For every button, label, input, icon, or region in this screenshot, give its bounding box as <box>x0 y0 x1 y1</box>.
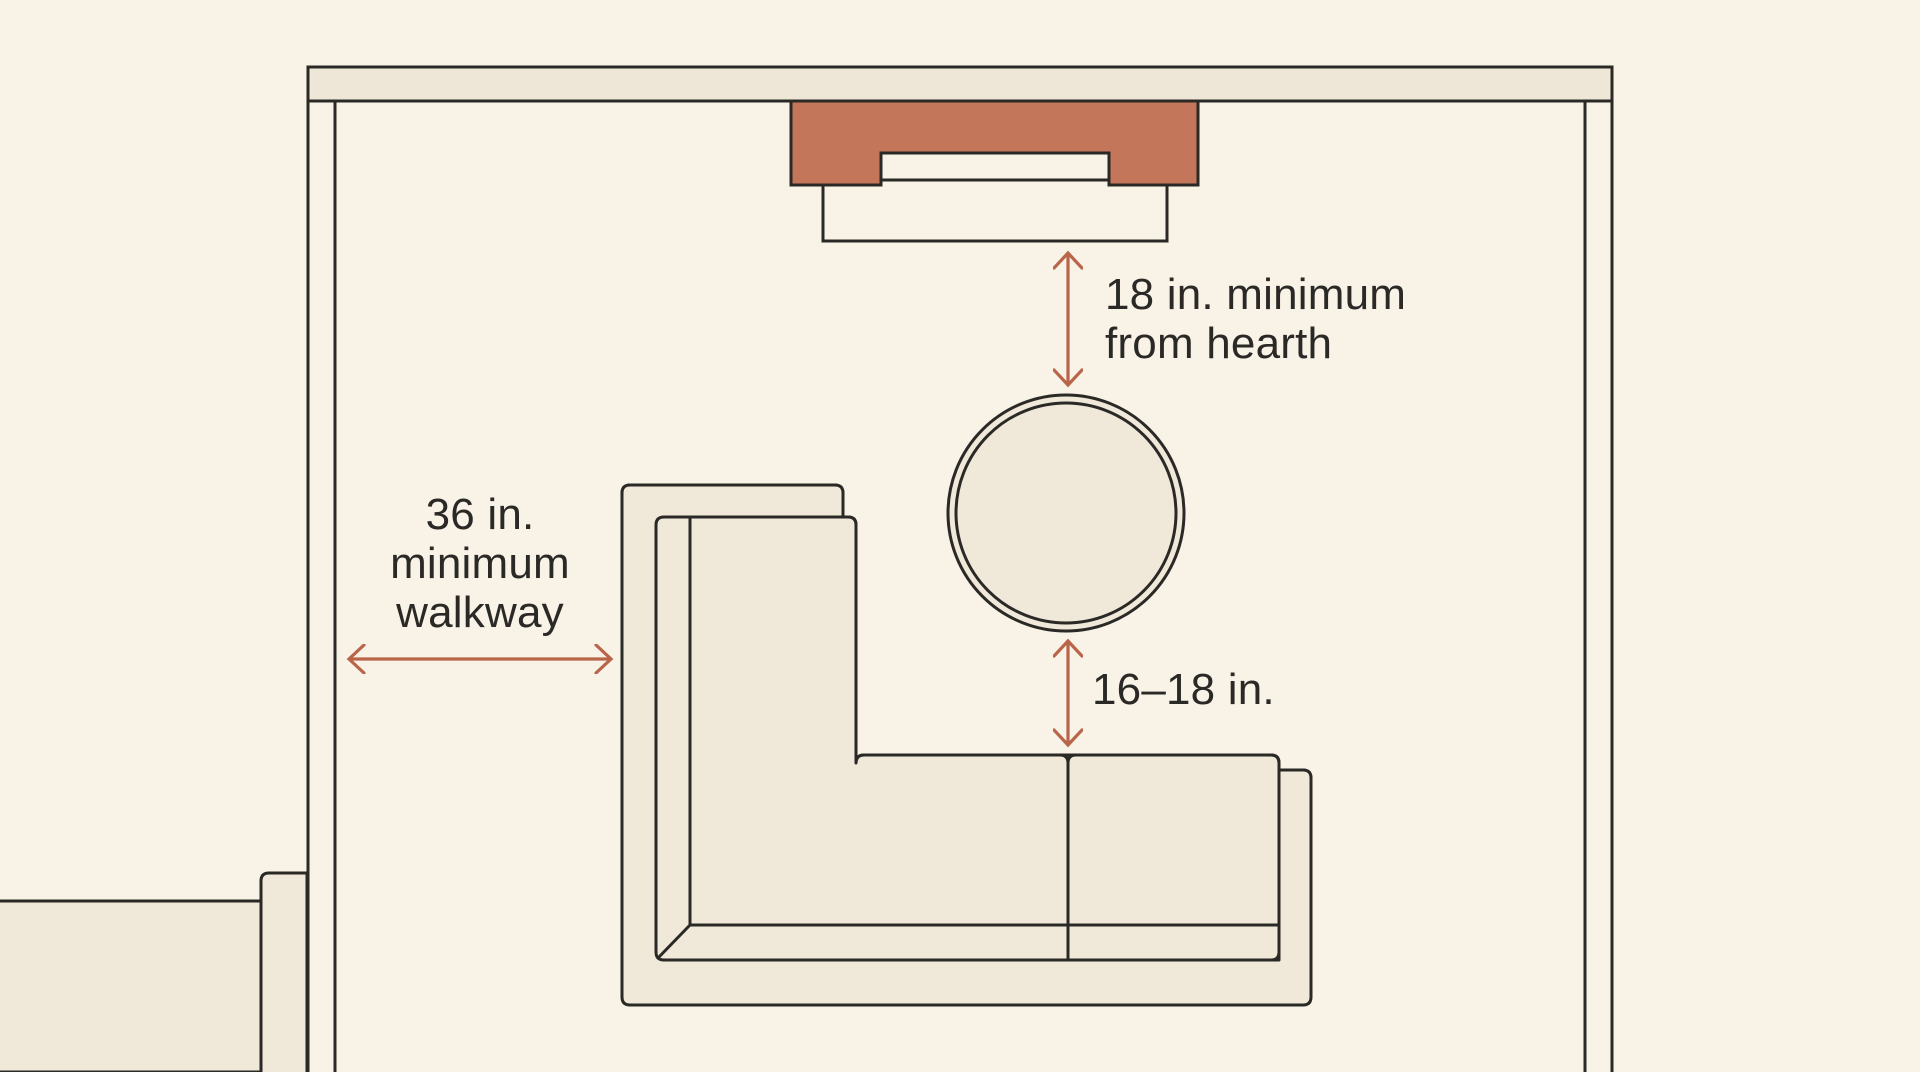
armchair-arm <box>259 871 309 1072</box>
armchair-seat <box>0 899 263 1072</box>
walkway-label: 36 in. minimum walkway <box>380 490 580 637</box>
walkway-line2: minimum <box>390 539 570 588</box>
table-sofa-gap-label: 16–18 in. <box>1092 665 1275 714</box>
sectional-sofa <box>620 483 1313 1007</box>
round-coffee-table <box>946 393 1186 633</box>
hearth-clearance-line2: from hearth <box>1105 319 1333 368</box>
table-sofa-gap-text: 16–18 in. <box>1092 665 1275 714</box>
dimension-arrows <box>349 253 1068 745</box>
walkway-line1: 36 in. <box>425 490 535 539</box>
hearth-clearance-label: 18 in. minimum from hearth <box>1105 270 1406 368</box>
sofa-cushion-tops <box>854 753 1281 765</box>
top-wall-band <box>306 65 1614 103</box>
armchair-partial <box>0 871 309 1072</box>
walkway-line3: walkway <box>396 588 564 637</box>
hearth-clearance-line1: 18 in. minimum <box>1105 270 1407 319</box>
fireplace <box>789 99 1200 187</box>
hearth <box>821 178 1169 243</box>
sofa-corner-diagonal <box>656 923 692 960</box>
sofa-inner-frame <box>654 515 1281 962</box>
